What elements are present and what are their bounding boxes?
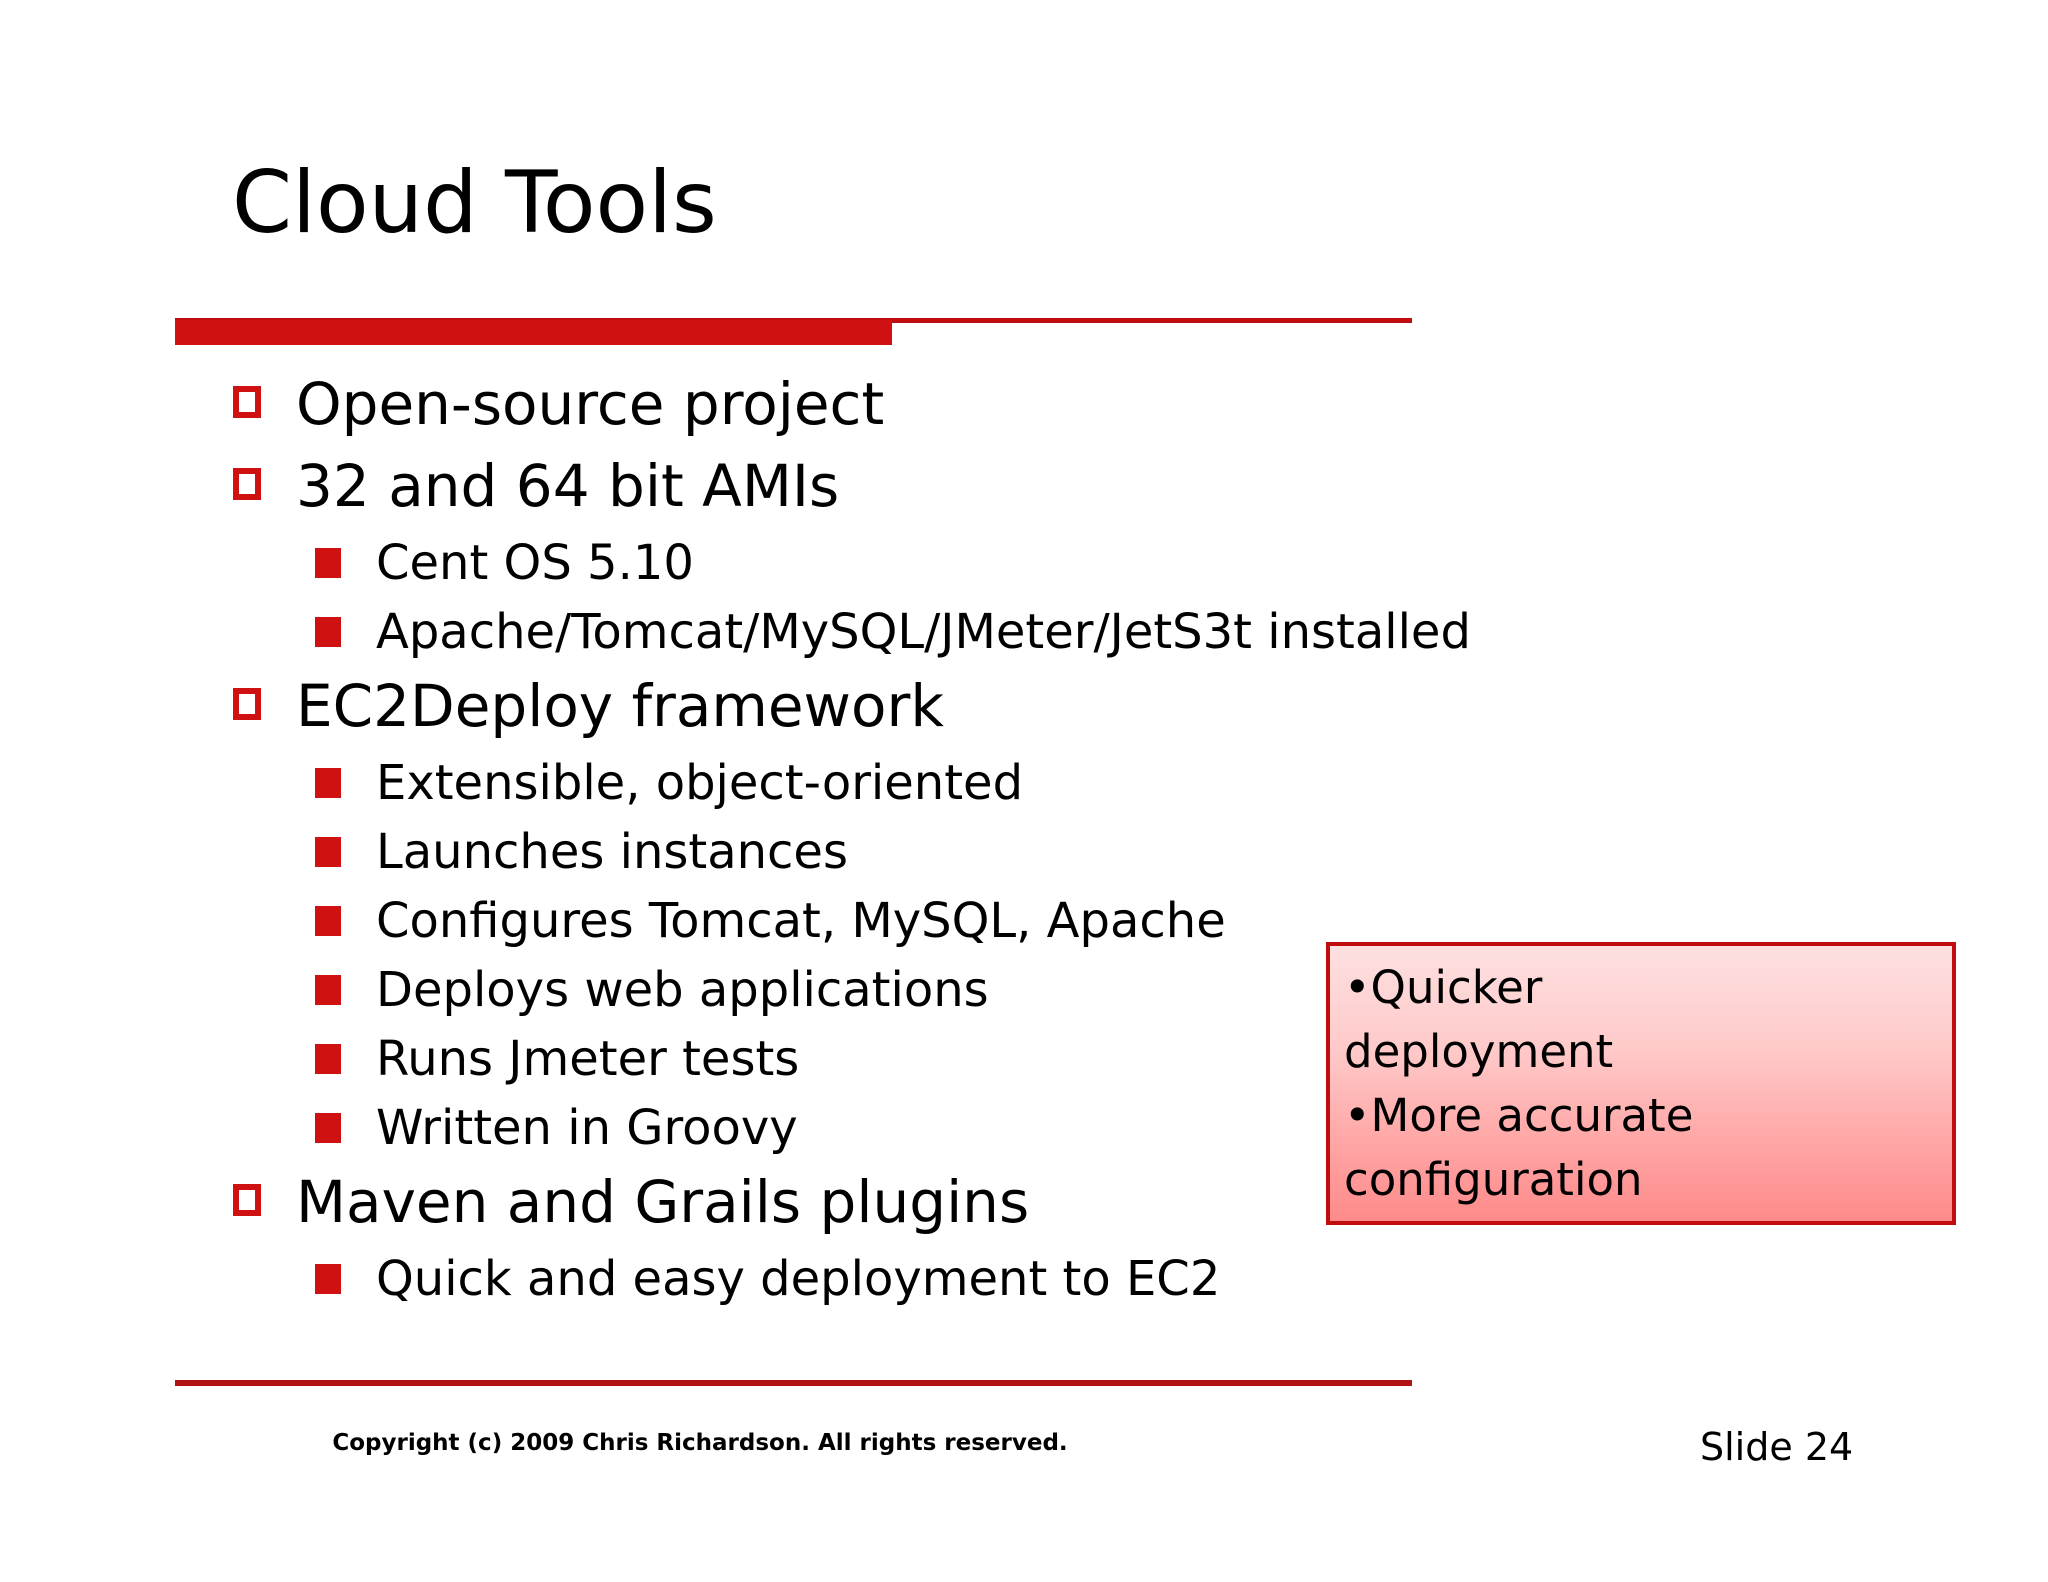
square-outline-bullet-icon bbox=[233, 386, 261, 418]
square-filled-bullet-icon bbox=[315, 768, 341, 798]
square-filled-bullet-icon bbox=[315, 548, 341, 578]
square-outline-bullet-icon bbox=[233, 688, 261, 720]
square-outline-bullet-icon bbox=[233, 468, 261, 500]
slide-body: Open-source project 32 and 64 bit AMIs C… bbox=[175, 368, 1875, 1317]
square-filled-bullet-icon bbox=[315, 1044, 341, 1074]
outline-subitem: Deploys web applications bbox=[175, 959, 1875, 1028]
square-outline-bullet-icon bbox=[233, 1184, 261, 1216]
outline-item-label: EC2Deploy framework bbox=[296, 672, 944, 740]
outline-subitem: Configures Tomcat, MySQL, Apache bbox=[175, 890, 1875, 959]
slide-number: Slide 24 bbox=[1700, 1425, 1854, 1469]
outline-item-label: Maven and Grails plugins bbox=[296, 1168, 1030, 1236]
callout-box: •Quicker deployment •More accurate confi… bbox=[1326, 942, 1956, 1225]
outline-item-label: 32 and 64 bit AMIs bbox=[296, 452, 840, 520]
outline-subitem-label: Runs Jmeter tests bbox=[376, 1031, 800, 1087]
outline-item: Maven and Grails plugins bbox=[175, 1166, 1875, 1248]
outline-subitem: Extensible, object-oriented bbox=[175, 752, 1875, 821]
title-rule-thick bbox=[175, 320, 892, 345]
square-filled-bullet-icon bbox=[315, 906, 341, 936]
outline-subitem: Written in Groovy bbox=[175, 1097, 1875, 1166]
outline-subitem-label: Cent OS 5.10 bbox=[376, 535, 694, 591]
square-filled-bullet-icon bbox=[315, 837, 341, 867]
outline-subitem-label: Deploys web applications bbox=[376, 962, 989, 1018]
copyright-notice: Copyright (c) 2009 Chris Richardson. All… bbox=[332, 1430, 1068, 1456]
callout-line: deployment bbox=[1344, 1025, 1614, 1078]
outline-subitem-label: Configures Tomcat, MySQL, Apache bbox=[376, 893, 1226, 949]
square-filled-bullet-icon bbox=[315, 1113, 341, 1143]
callout-line: configuration bbox=[1344, 1153, 1643, 1206]
footer-rule bbox=[175, 1380, 1412, 1386]
outline-item: 32 and 64 bit AMIs bbox=[175, 450, 1875, 532]
outline-subitem-label: Quick and easy deployment to EC2 bbox=[376, 1251, 1221, 1307]
outline-subitem: Runs Jmeter tests bbox=[175, 1028, 1875, 1097]
slide-title: Cloud Tools bbox=[232, 153, 717, 253]
outline-subitem-label: Extensible, object-oriented bbox=[376, 755, 1024, 811]
square-filled-bullet-icon bbox=[315, 975, 341, 1005]
outline-item: Open-source project bbox=[175, 368, 1875, 450]
outline-item: EC2Deploy framework bbox=[175, 670, 1875, 752]
outline-subitem: Launches instances bbox=[175, 821, 1875, 890]
outline-subitem: Quick and easy deployment to EC2 bbox=[175, 1248, 1875, 1317]
square-filled-bullet-icon bbox=[315, 617, 341, 647]
outline-subitem: Cent OS 5.10 bbox=[175, 532, 1875, 601]
outline-subitem-label: Apache/Tomcat/MySQL/JMeter/JetS3t instal… bbox=[376, 604, 1471, 660]
outline-subitem: Apache/Tomcat/MySQL/JMeter/JetS3t instal… bbox=[175, 601, 1875, 670]
outline-item-label: Open-source project bbox=[296, 370, 885, 438]
outline-subitem-label: Written in Groovy bbox=[376, 1100, 798, 1156]
outline-subitem-label: Launches instances bbox=[376, 824, 848, 880]
callout-line: •Quicker bbox=[1344, 961, 1543, 1014]
square-filled-bullet-icon bbox=[315, 1264, 341, 1294]
callout-line: •More accurate bbox=[1344, 1089, 1694, 1142]
